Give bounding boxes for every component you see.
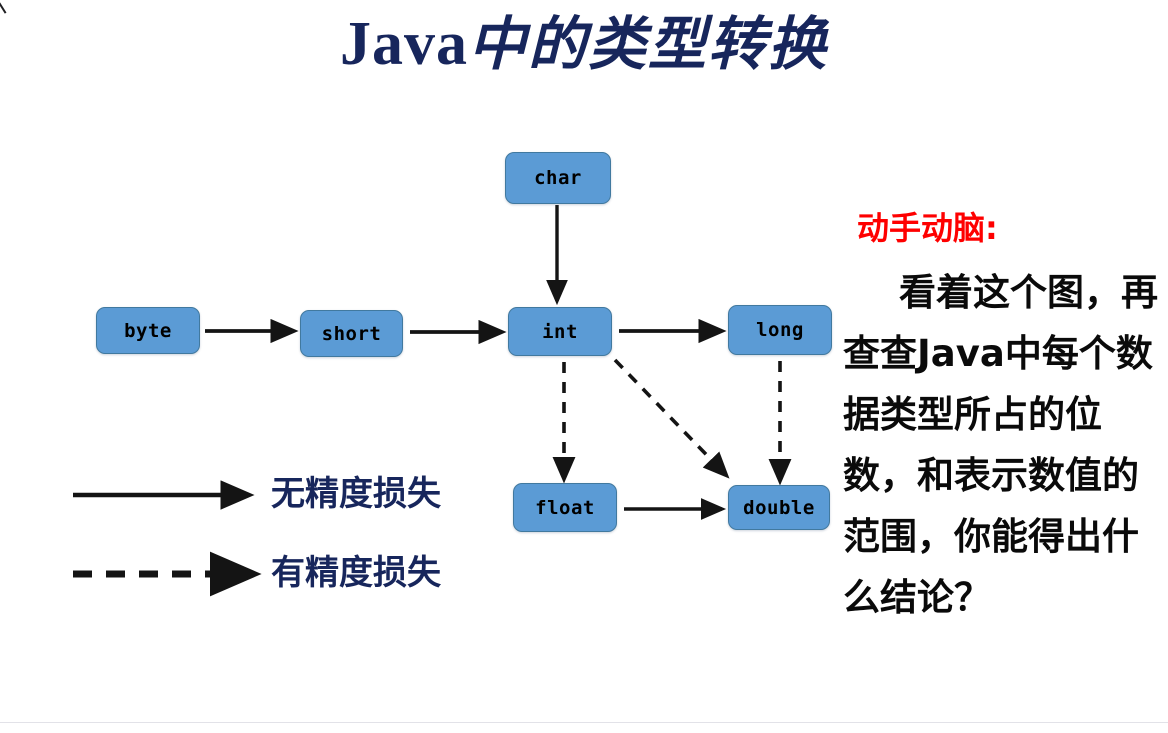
node-byte[interactable]: byte <box>96 307 200 354</box>
node-char[interactable]: char <box>505 152 611 204</box>
page-title: Java中的类型转换 <box>0 6 1168 82</box>
node-float[interactable]: float <box>513 483 617 532</box>
node-double[interactable]: double <box>728 485 830 530</box>
panel-heading: 动手动脑: <box>857 209 998 247</box>
legend-label-no-precision-loss: 无精度损失 <box>271 474 441 514</box>
node-int[interactable]: int <box>508 307 612 356</box>
node-long[interactable]: long <box>728 305 832 355</box>
node-short[interactable]: short <box>300 310 403 357</box>
bottom-divider <box>0 722 1168 723</box>
legend-label-precision-loss: 有精度损失 <box>271 553 441 593</box>
panel-body-text: 看着这个图，再查查Java中每个数据类型所占的位数，和表示数值的范围，你能得出什… <box>843 271 1158 619</box>
instruction-panel: 动手动脑: 看着这个图，再查查Java中每个数据类型所占的位数，和表示数值的范围… <box>843 206 1165 628</box>
edge-int-to-double <box>613 358 730 479</box>
title-latin-text: Java <box>339 10 468 78</box>
title-cjk-text: 中的类型转换 <box>467 10 828 78</box>
